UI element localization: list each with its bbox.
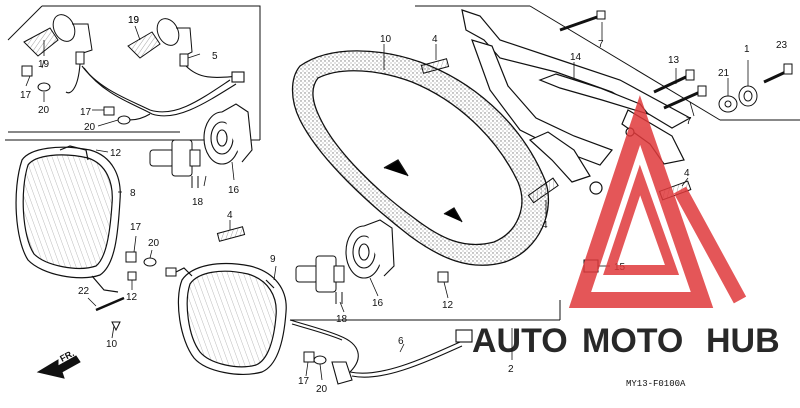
spring-bolt-4-top	[420, 58, 450, 74]
bolt-7-top	[559, 10, 606, 32]
callout-20-d: 20	[316, 384, 328, 395]
socket-cover-lower	[345, 219, 395, 279]
callout-3: 4	[227, 210, 233, 221]
callout-12-c: 12	[442, 300, 454, 311]
turn-signal-left-upper	[23, 14, 93, 65]
callout-20-a: 20	[38, 105, 50, 116]
callout-19: 19	[128, 15, 140, 26]
callout-6: 6	[398, 336, 404, 347]
callout-14: 14	[570, 52, 582, 63]
collar-1	[738, 85, 758, 107]
bolt-7-right	[663, 85, 707, 110]
rubber-21	[718, 95, 738, 113]
watermark-auto: AUTO	[472, 322, 568, 360]
callout-17-c: 17	[130, 222, 142, 233]
callout-4-c: 4	[684, 168, 690, 179]
callout-2: 2	[508, 364, 514, 375]
watermark-hub: HUB	[706, 322, 780, 360]
callout-17-b: 17	[80, 107, 92, 118]
callout-7-b: 7	[686, 116, 692, 127]
callout-13: 13	[668, 55, 680, 66]
callout-18-a: 18	[192, 197, 204, 208]
callout-12-b: 12	[126, 292, 138, 303]
spring-bolt-3-upper	[216, 226, 246, 242]
watermark-logo	[568, 95, 747, 308]
callout-8: 8	[130, 188, 136, 199]
watermark-moto: MOTO	[582, 322, 683, 360]
callout-20-c: 20	[148, 238, 160, 249]
headlight-upper	[15, 145, 121, 293]
callout-12-a: 12	[110, 148, 122, 159]
callout-17-d: 17	[298, 376, 310, 387]
watermark-text: AUTO MOTO HUB	[472, 322, 780, 360]
headlight-lower	[175, 263, 287, 375]
fastener-group-upper-left	[21, 65, 131, 125]
callout-16-a: 16	[228, 185, 240, 196]
wire-harness-lower	[289, 319, 473, 385]
callout-9: 9	[270, 254, 276, 265]
socket-cover-upper	[203, 103, 253, 165]
leader-lines	[25, 22, 749, 381]
turn-signal-right-upper	[127, 18, 193, 67]
bolt-13	[653, 69, 695, 94]
callout-10: 10	[106, 339, 118, 350]
callout-4-b: 4	[542, 220, 548, 231]
front-direction-marker: FR.	[36, 348, 81, 379]
callout-18-b: 18	[336, 314, 348, 325]
callout-5: 5	[212, 51, 218, 62]
headlight-case	[291, 50, 550, 266]
callout-11: 10	[380, 34, 392, 45]
callout-19-left: 19	[38, 59, 50, 70]
bolt-23	[763, 63, 793, 84]
callout-21: 21	[718, 68, 730, 79]
spring-bolt-4-mid	[527, 177, 559, 204]
callout-20-b: 20	[84, 122, 96, 133]
callout-19-right: 19	[128, 15, 140, 26]
headlight-bulb-upper	[149, 139, 201, 188]
headlight-bulb-lower	[295, 255, 345, 304]
callout-1: 1	[744, 44, 750, 55]
callout-7-a: 7	[598, 39, 604, 50]
callout-4-a: 4	[432, 34, 438, 45]
callout-22: 22	[78, 286, 90, 297]
callout-16-b: 16	[372, 298, 384, 309]
drawing-code: MY13-F0100A	[626, 379, 686, 389]
callout-23: 23	[776, 40, 788, 51]
callout-17-a: 17	[20, 90, 32, 101]
wire-harness-upper	[65, 63, 245, 121]
